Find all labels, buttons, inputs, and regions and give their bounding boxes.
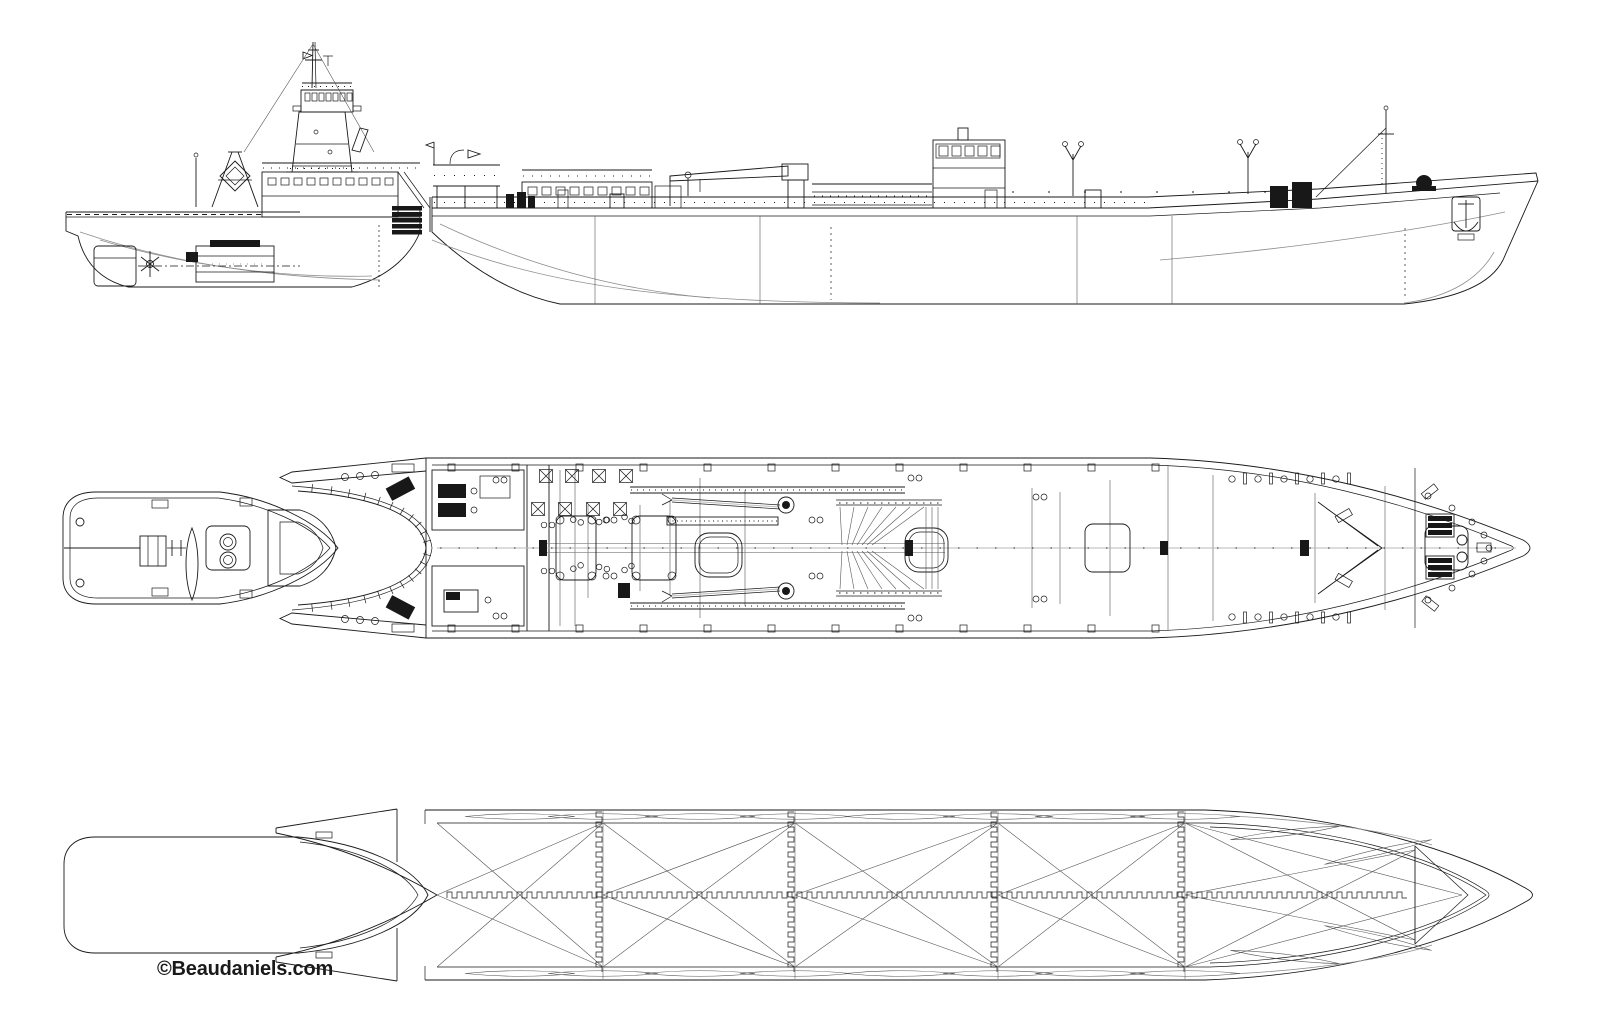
window-rows	[267, 92, 1001, 196]
barge-hull-profile	[431, 172, 1539, 305]
side-elevation-view	[65, 41, 1539, 305]
tank-hatches	[531, 469, 633, 516]
tug-plan	[62, 491, 339, 605]
coupler-pad	[392, 197, 431, 235]
cargo-manifold	[836, 499, 942, 597]
bilge-strakes	[464, 813, 1432, 977]
anchor	[1451, 196, 1481, 241]
bottom-bracing	[436, 822, 1186, 968]
bow-deck-gear	[1317, 483, 1492, 612]
copyright-credit: ©Beaudaniels.com	[157, 958, 333, 980]
notch-frame-ticks	[311, 484, 431, 612]
tug-mast	[243, 41, 375, 153]
deck-plan-view	[62, 457, 1531, 639]
bottom-plan-view	[63, 808, 1533, 982]
tow-frame	[211, 151, 259, 208]
wheelhouse-tower	[286, 82, 362, 173]
catwalks-and-booms	[630, 486, 905, 610]
bottom-plate-seams	[446, 810, 1407, 980]
tug-profile	[65, 41, 431, 288]
mooring-bitts	[492, 474, 1048, 622]
vent-fittings	[540, 513, 635, 575]
deck-davit	[1237, 139, 1259, 194]
tug-engine	[186, 240, 275, 283]
windlass	[1425, 513, 1468, 580]
centerline-pipeline	[437, 515, 1516, 598]
stern-machinery-rooms	[385, 465, 550, 631]
deck-edge-fittings	[447, 463, 1160, 633]
barge-bottom-outline	[275, 808, 1533, 982]
tug-bottom	[63, 831, 429, 959]
deck-davit	[1062, 141, 1084, 196]
mooring-pattern	[1228, 472, 1351, 624]
propeller	[140, 251, 160, 277]
barge-deck-structures	[424, 105, 1481, 241]
bow-fairleads	[1424, 492, 1493, 604]
